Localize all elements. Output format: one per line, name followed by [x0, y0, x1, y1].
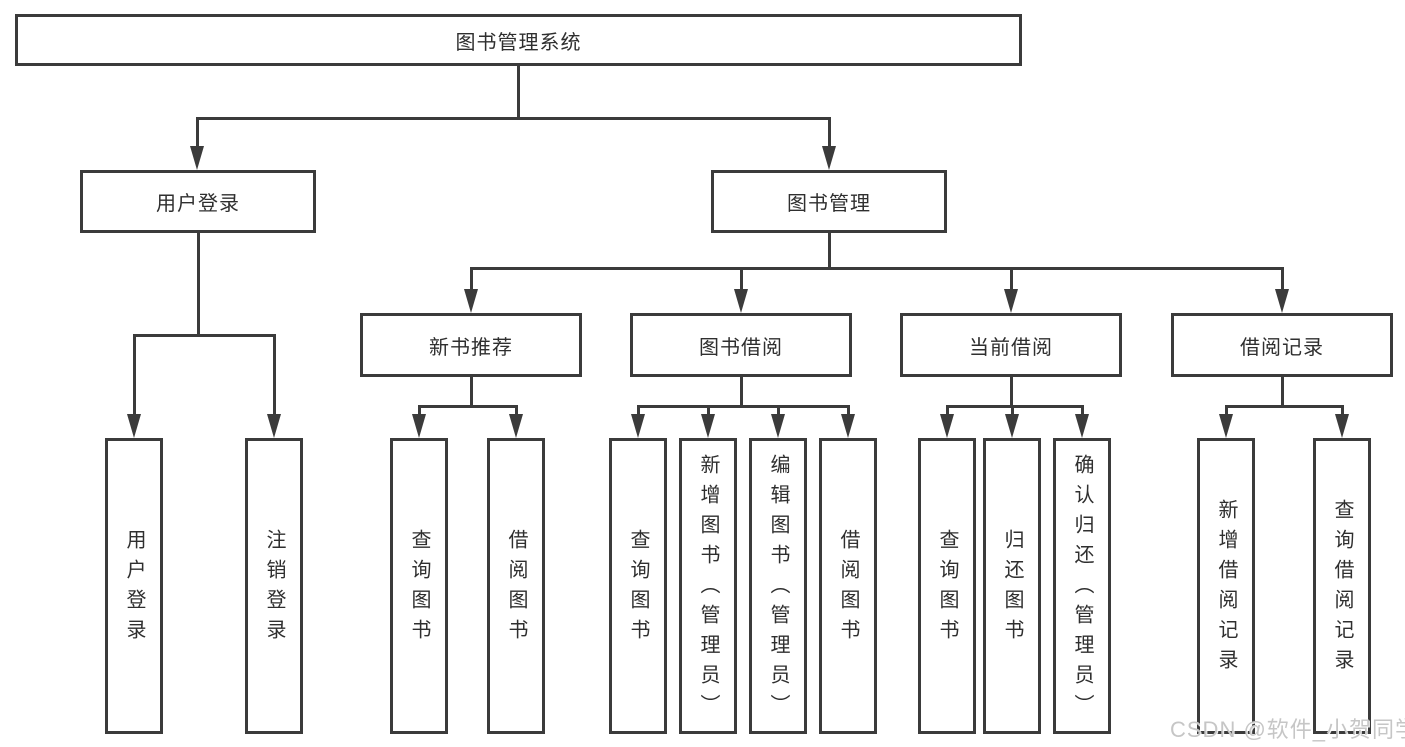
arrow-down-icon: [1005, 414, 1019, 438]
arrow-down-icon: [841, 414, 855, 438]
connector-line: [1225, 405, 1228, 416]
node-library-management-system: 图书管理系统: [15, 14, 1022, 66]
connector-line: [828, 233, 831, 269]
connector-line: [1081, 405, 1084, 416]
connector-line: [418, 405, 421, 416]
leaf-query-books: 查询图书: [390, 438, 448, 734]
connector-line: [196, 117, 199, 147]
connector-line: [946, 405, 949, 416]
arrow-down-icon: [509, 414, 523, 438]
leaf-query-books: 查询图书: [609, 438, 667, 734]
arrow-down-icon: [701, 414, 715, 438]
connector-line: [1011, 405, 1014, 416]
connector-line: [1225, 405, 1344, 408]
arrow-down-icon: [1275, 289, 1289, 313]
arrow-down-icon: [412, 414, 426, 438]
connector-line: [470, 267, 1284, 270]
leaf-query-borrow-record: 查询借阅记录: [1313, 438, 1371, 734]
leaf-edit-book-admin: 编辑图书（管理员）: [749, 438, 807, 734]
arrow-down-icon: [822, 146, 836, 170]
connector-line: [418, 405, 518, 408]
connector-line: [133, 334, 276, 337]
connector-line: [517, 66, 520, 118]
arrow-down-icon: [1075, 414, 1089, 438]
node-book-management: 图书管理: [711, 170, 947, 233]
connector-line: [515, 405, 518, 416]
connector-line: [1010, 267, 1013, 291]
connector-line: [197, 233, 200, 335]
leaf-confirm-return-admin: 确认归还（管理员）: [1053, 438, 1111, 734]
connector-line: [740, 377, 743, 407]
connector-line: [946, 405, 1084, 408]
leaf-borrow-books: 借阅图书: [487, 438, 545, 734]
arrow-down-icon: [464, 289, 478, 313]
connector-line: [847, 405, 850, 416]
arrow-down-icon: [267, 414, 281, 438]
connector-line: [707, 405, 710, 416]
arrow-down-icon: [940, 414, 954, 438]
node-borrowing-records: 借阅记录: [1171, 313, 1393, 377]
connector-line: [470, 267, 473, 291]
connector-line: [828, 117, 831, 147]
arrow-down-icon: [1004, 289, 1018, 313]
connector-line: [196, 117, 831, 120]
node-user-login: 用户登录: [80, 170, 316, 233]
leaf-logout: 注销登录: [245, 438, 303, 734]
node-new-book-recommendation: 新书推荐: [360, 313, 582, 377]
connector-line: [777, 405, 780, 416]
connector-line: [1281, 377, 1284, 407]
leaf-borrow-books: 借阅图书: [819, 438, 877, 734]
leaf-add-borrow-record: 新增借阅记录: [1197, 438, 1255, 734]
leaf-query-books: 查询图书: [918, 438, 976, 734]
connector-line: [1281, 267, 1284, 291]
connector-line: [740, 267, 743, 291]
arrow-down-icon: [1335, 414, 1349, 438]
csdn-watermark: CSDN @软件_小贺同学: [1170, 717, 1405, 742]
arrow-down-icon: [631, 414, 645, 438]
connector-line: [1010, 377, 1013, 407]
node-current-borrowing: 当前借阅: [900, 313, 1122, 377]
connector-line: [637, 405, 640, 416]
connector-line: [637, 405, 850, 408]
arrow-down-icon: [190, 146, 204, 170]
connector-line: [1341, 405, 1344, 416]
arrow-down-icon: [734, 289, 748, 313]
connector-line: [470, 377, 473, 407]
arrow-down-icon: [771, 414, 785, 438]
connector-line: [133, 334, 136, 416]
arrow-down-icon: [1219, 414, 1233, 438]
leaf-user-login: 用户登录: [105, 438, 163, 734]
arrow-down-icon: [127, 414, 141, 438]
leaf-add-book-admin: 新增图书（管理员）: [679, 438, 737, 734]
node-book-borrowing: 图书借阅: [630, 313, 852, 377]
connector-line: [273, 334, 276, 416]
leaf-return-books: 归还图书: [983, 438, 1041, 734]
